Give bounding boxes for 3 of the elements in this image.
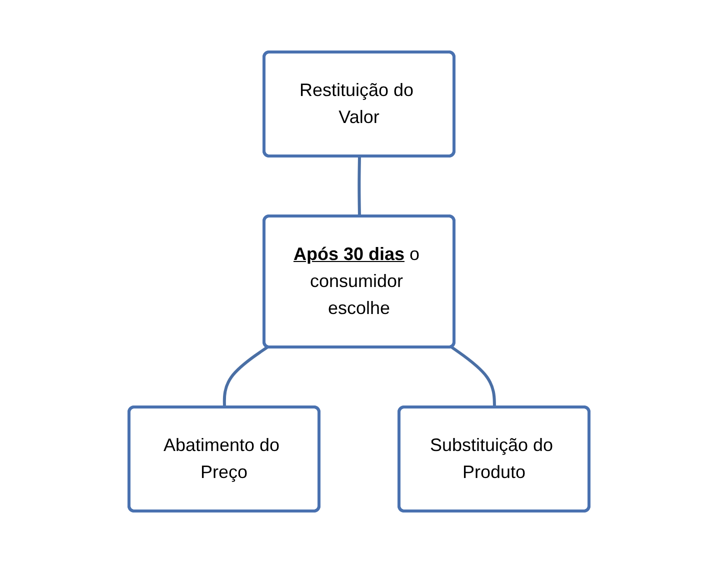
connector	[357, 156, 360, 216]
connector	[222, 345, 268, 408]
connector	[450, 345, 496, 408]
